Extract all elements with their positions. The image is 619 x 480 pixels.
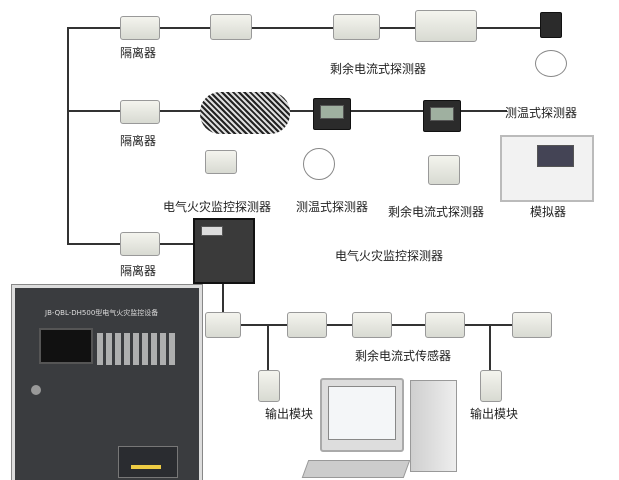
rcd-detector-3	[415, 10, 477, 42]
efm-detector-small	[205, 150, 237, 174]
temp-probe-coil	[303, 148, 335, 180]
efm-detector-box	[193, 218, 255, 284]
rcd-detector-row2	[428, 155, 460, 185]
rcd-detector-label-row2: 剩余电流式探测器	[388, 205, 485, 219]
panel-lock-icon	[31, 385, 41, 395]
rcd-sensor-3	[352, 312, 392, 338]
rcd-sensor-4	[425, 312, 465, 338]
computer-monitor	[320, 378, 404, 452]
wire-coil-icon	[535, 50, 567, 77]
isolator-device-2	[120, 100, 160, 124]
simulator-label: 模拟器	[530, 205, 567, 219]
temp-detector-label-right: 测温式探测器	[505, 106, 578, 120]
efm-detector-label-row2: 电气火灾监控探测器	[163, 200, 272, 214]
output-module-label-2: 输出模块	[470, 407, 519, 421]
temp-detector-label-row2: 测温式探测器	[296, 200, 369, 214]
panel-display	[39, 328, 93, 364]
isolator-label-2: 隔离器	[120, 134, 157, 148]
simulator-box	[500, 135, 594, 202]
cable-bundle	[200, 92, 290, 134]
panel-title: JB-QBL-DH500型电气火灾监控设备	[45, 309, 159, 317]
branch-line-1	[67, 27, 557, 29]
rcd-detector-label: 剩余电流式探测器	[330, 62, 427, 76]
rcd-sensor-2	[287, 312, 327, 338]
isolator-device-1	[120, 16, 160, 40]
isolator-device-3	[120, 232, 160, 256]
keyboard	[301, 460, 411, 478]
panel-keypad	[97, 333, 177, 365]
temp-detector-1	[313, 98, 351, 130]
rcd-sensor-1	[205, 312, 241, 338]
rcd-sensor-label: 剩余电流式传感器	[355, 349, 452, 363]
rcd-sensor-5	[512, 312, 552, 338]
output-module-1	[258, 370, 280, 402]
trunk-line	[67, 27, 69, 245]
efm-detector-label-row3: 电气火灾监控探测器	[335, 249, 444, 263]
output-module-2	[480, 370, 502, 402]
om-line-2	[489, 324, 491, 374]
isolator-label-1: 隔离器	[120, 46, 157, 60]
computer-tower	[410, 380, 457, 472]
panel-printer	[118, 446, 178, 478]
output-module-label-1: 输出模块	[265, 407, 314, 421]
isolator-label-3: 隔离器	[120, 264, 157, 278]
bus-vertical	[222, 280, 224, 325]
rcd-detector-1	[210, 14, 252, 40]
temp-detector-2	[423, 100, 461, 132]
rcd-detector-2	[333, 14, 380, 40]
monitoring-panel: JB-QBL-DH500型电气火灾监控设备	[12, 285, 202, 480]
om-line-1	[267, 324, 269, 374]
rcd-detector-4	[540, 12, 562, 38]
